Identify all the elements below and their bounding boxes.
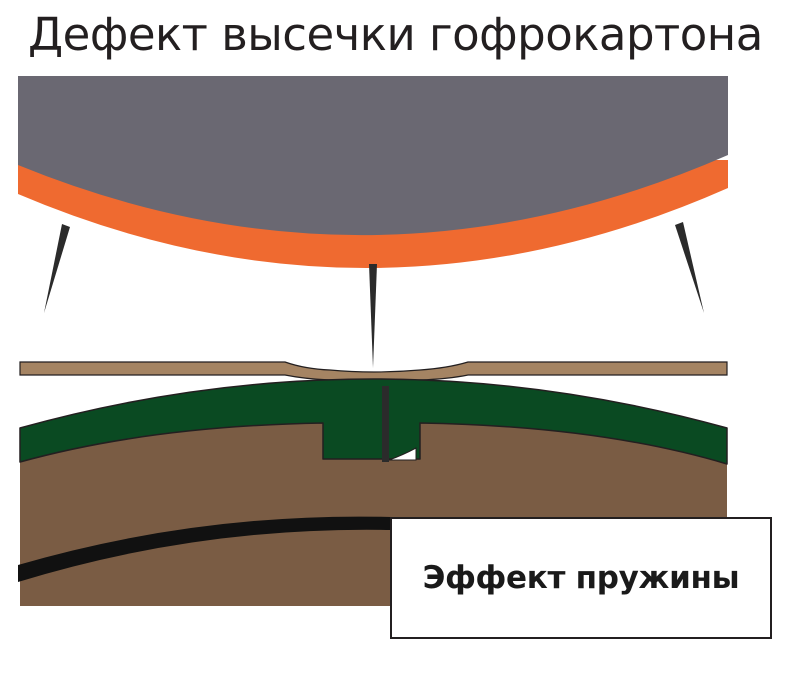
knife-blade-icon (369, 264, 377, 368)
anvil-black-strip (18, 516, 392, 582)
page-title: Дефект высечки гофрокартона (28, 8, 763, 61)
spring-gap (388, 447, 417, 461)
anvil-cut-slot (382, 386, 389, 462)
callout-label: Эффект пружины (422, 560, 740, 596)
knife-blade-icon (675, 222, 704, 313)
spring-effect-callout: Эффект пружины (390, 517, 772, 639)
anvil-cover (19, 378, 728, 465)
knife-blade-icon (44, 224, 70, 313)
die-cylinder (18, 76, 728, 236)
